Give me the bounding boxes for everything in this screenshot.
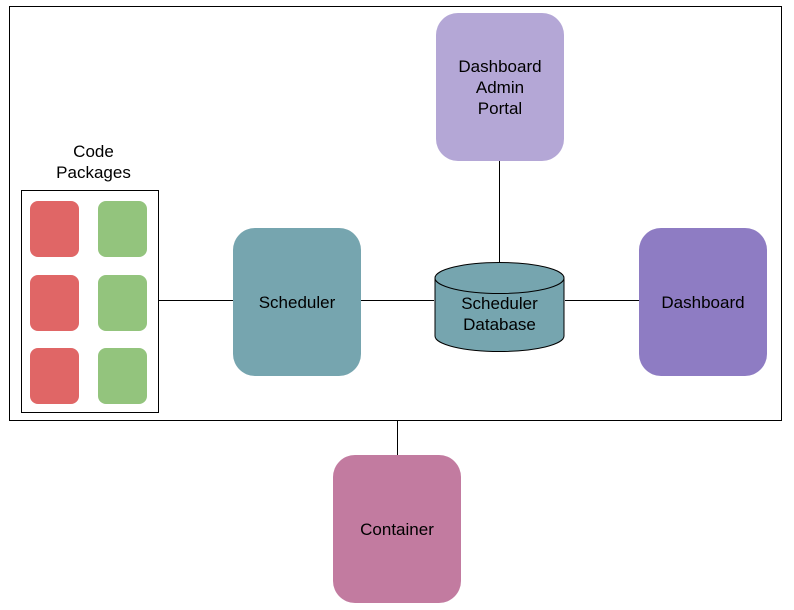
code-package-failed [30,201,79,257]
dashboard-admin-portal-node: Dashboard Admin Portal [436,13,564,161]
connector-admin-database [499,161,500,263]
container-label: Container [360,519,434,539]
code-package-passed [98,348,147,404]
scheduler-database-node: Scheduler Database [434,261,565,353]
connector-database-dashboard [565,300,639,301]
database-cylinder-icon [434,262,565,352]
connector-boundary-container [397,421,398,455]
connector-scheduler-database [361,300,434,301]
code-packages-label: Code Packages [56,142,131,182]
scheduler-database-label: Scheduler Database [461,294,538,334]
dashboard-node: Dashboard [639,228,767,376]
code-package-passed [98,201,147,257]
scheduler-node: Scheduler [233,228,361,376]
code-package-failed [30,348,79,404]
connector-packages-scheduler [159,300,233,301]
code-package-passed [98,275,147,331]
container-node: Container [333,455,461,603]
code-packages-group [21,190,159,413]
scheduler-label: Scheduler [258,292,336,312]
container-boundary [9,6,782,421]
dashboard-label: Dashboard [661,292,745,312]
code-package-failed [30,275,79,331]
dashboard-admin-portal-label: Dashboard Admin Portal [458,56,542,118]
